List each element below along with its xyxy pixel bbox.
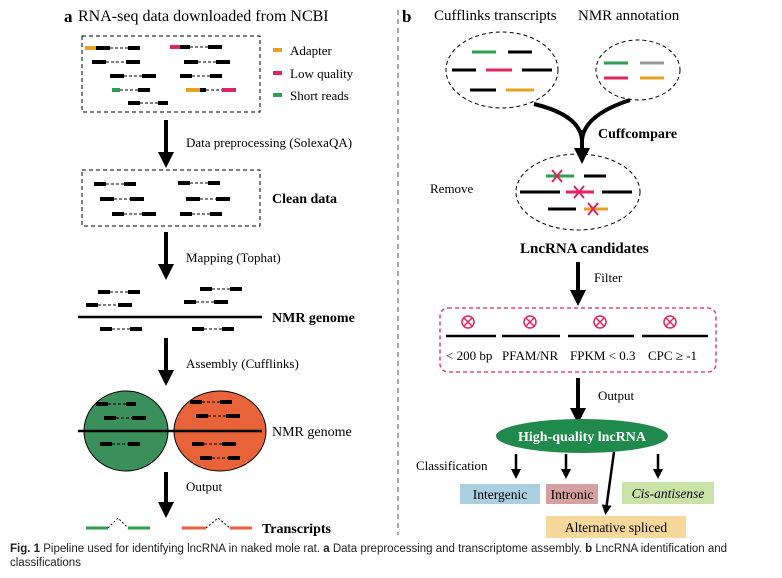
class-cis-antisense: Cis-antisense — [632, 486, 705, 501]
panel-a-title: RNA-seq data downloaded from NCBI — [78, 8, 329, 25]
cross-marks — [551, 169, 599, 216]
classification-label: Classification — [416, 458, 488, 473]
step-nmr-genome: NMR genome — [272, 425, 352, 440]
annotation-ellipse — [595, 39, 681, 101]
read-legend: Adapter Low quality Short reads — [273, 43, 354, 103]
caption-text-3: LncRNA identification and classification… — [10, 543, 728, 569]
cufflinks-ellipse — [445, 31, 559, 109]
adapter-swatch — [273, 48, 282, 52]
filter-cross-3 — [568, 315, 634, 338]
panel-a-letter: a — [64, 7, 73, 26]
filter-length: < 200 bp — [446, 348, 492, 363]
filter-cross-1 — [446, 315, 496, 338]
class-alt-spliced: Alternative spliced — [565, 520, 668, 535]
filter-symbols — [446, 315, 708, 338]
removed-reads — [520, 174, 632, 211]
high-quality-label: High-quality lncRNA — [518, 430, 647, 445]
class-intergenic-box — [460, 484, 540, 504]
raw-reads-box — [81, 35, 261, 113]
class-cis-antisense-box — [622, 482, 714, 504]
short-reads-swatch — [273, 93, 282, 97]
raw-reads — [85, 45, 236, 105]
filter-label: Filter — [594, 270, 623, 285]
nmr-annotation-label: NMR annotation — [578, 8, 680, 24]
lncrna-candidates: LncRNA candidates — [520, 241, 649, 257]
step-nmr-genome-bold: NMR genome — [272, 311, 355, 326]
step-preprocessing: Data preprocessing (SolexaQA) — [186, 135, 352, 150]
caption-text-2: Data preprocessing and transcriptome ass… — [332, 543, 582, 555]
caption-text-1: Pipeline used for identifying lncRNA in … — [43, 543, 321, 555]
clean-reads — [94, 181, 230, 216]
step-mapping: Mapping (Tophat) — [186, 250, 281, 265]
filter-fpkm: FPKM < 0.3 — [570, 348, 636, 363]
annotation-reads — [604, 61, 664, 80]
step-transcripts: Transcripts — [262, 522, 332, 537]
output-label-b: Output — [598, 388, 635, 403]
filter-box — [439, 307, 717, 373]
class-intronic: Intronic — [551, 487, 594, 502]
step-assembly: Assembly (Cufflinks) — [186, 356, 299, 371]
legend-low-quality: Low quality — [290, 66, 354, 81]
high-quality-ellipse — [496, 419, 668, 453]
step-clean-data: Clean data — [272, 192, 337, 207]
class-alt-spliced-box — [546, 516, 686, 538]
filter-cross-4 — [642, 315, 708, 338]
filter-cpc: CPC ≥ -1 — [648, 348, 697, 363]
remove-ellipse — [515, 153, 641, 231]
filter-pfam: PFAM/NR — [502, 348, 558, 363]
filter-cross-2 — [502, 315, 560, 338]
remove-label: Remove — [430, 181, 474, 196]
assembled-reads — [96, 400, 240, 460]
class-intergenic: Intergenic — [473, 487, 527, 502]
caption-fig: Fig. 1 — [10, 543, 41, 555]
caption-a: a — [323, 543, 330, 555]
caption-b: b — [585, 543, 593, 555]
legend-adapter: Adapter — [290, 43, 333, 58]
low-quality-swatch — [273, 71, 282, 75]
cuffcompare-label: Cuffcompare — [598, 127, 677, 142]
mapped-reads — [86, 287, 242, 331]
legend-short-reads: Short reads — [290, 88, 349, 103]
figure-canvas: a RNA-seq data downloaded from NCBI — [64, 7, 717, 538]
class-intronic-box — [546, 484, 598, 504]
arrow-alt-spliced — [601, 451, 616, 515]
step-output-a: Output — [186, 479, 223, 494]
cufflinks-label: Cufflinks transcripts — [434, 8, 557, 24]
panel-b-letter: b — [402, 7, 411, 26]
figure-caption: Fig. 1 Pipeline used for identifying lnc… — [10, 542, 780, 570]
cufflinks-reads — [452, 50, 552, 92]
transcript-glyphs — [86, 517, 252, 530]
clean-data-box — [81, 169, 261, 227]
